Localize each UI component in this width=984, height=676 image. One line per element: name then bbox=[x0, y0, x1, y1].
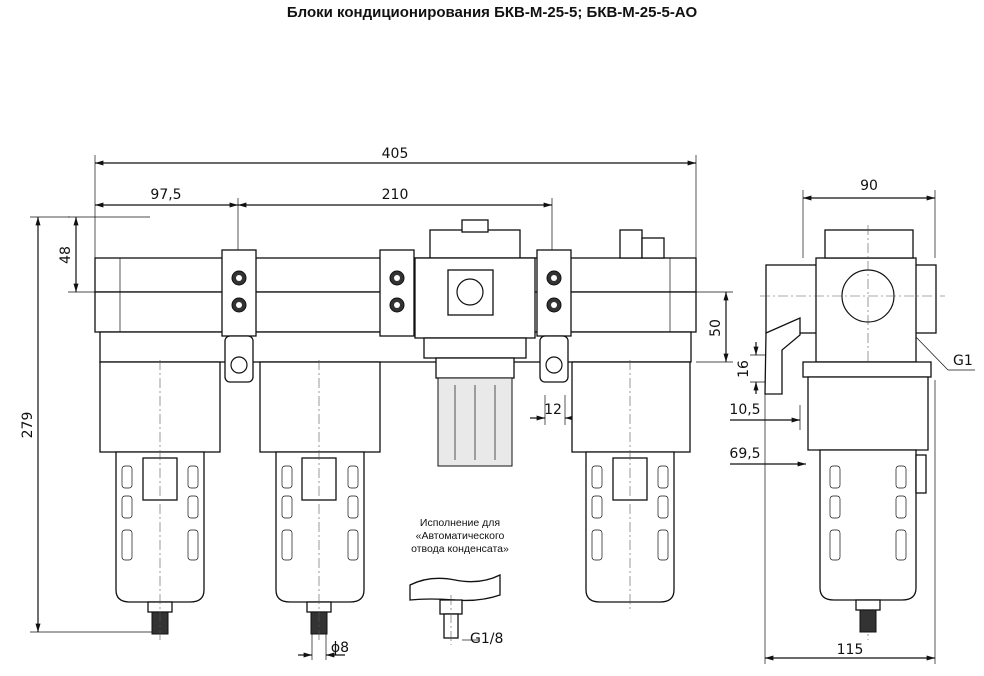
side-view bbox=[760, 225, 945, 640]
dim-279: 279 bbox=[20, 412, 36, 439]
dim-g1: G1 bbox=[953, 353, 973, 369]
note-line-3: отвода конденсата» bbox=[411, 543, 509, 555]
filter-bowl-2 bbox=[259, 360, 381, 640]
dim-405: 405 bbox=[382, 146, 409, 162]
auto-drain-detail bbox=[409, 573, 501, 645]
dimension-labels: 405 97,5 210 48 279 50 12 ϕ8 90 115 G1 1… bbox=[20, 146, 973, 658]
drawing-title: Блоки кондиционирования БКВ-М-25-5; БКВ-… bbox=[286, 4, 698, 21]
filter-bowl-3 bbox=[571, 360, 691, 610]
dim-90: 90 bbox=[860, 178, 878, 194]
dim-50: 50 bbox=[708, 319, 724, 337]
dim-69-5: 69,5 bbox=[729, 446, 760, 462]
dim-16: 16 bbox=[736, 360, 752, 378]
dim-97-5: 97,5 bbox=[150, 187, 181, 203]
dim-48: 48 bbox=[58, 246, 74, 264]
dim-phi8: ϕ8 bbox=[331, 640, 349, 656]
dim-210: 210 bbox=[382, 187, 409, 203]
front-view bbox=[94, 219, 697, 645]
dim-115: 115 bbox=[837, 642, 864, 658]
filter-bowl-1 bbox=[99, 360, 221, 640]
note-line-1: Исполнение для bbox=[420, 517, 500, 529]
dim-12: 12 bbox=[544, 402, 562, 418]
dim-g1-8: G1/8 bbox=[470, 631, 503, 647]
dim-10-5: 10,5 bbox=[729, 402, 760, 418]
note-line-2: «Автоматического bbox=[416, 530, 505, 542]
